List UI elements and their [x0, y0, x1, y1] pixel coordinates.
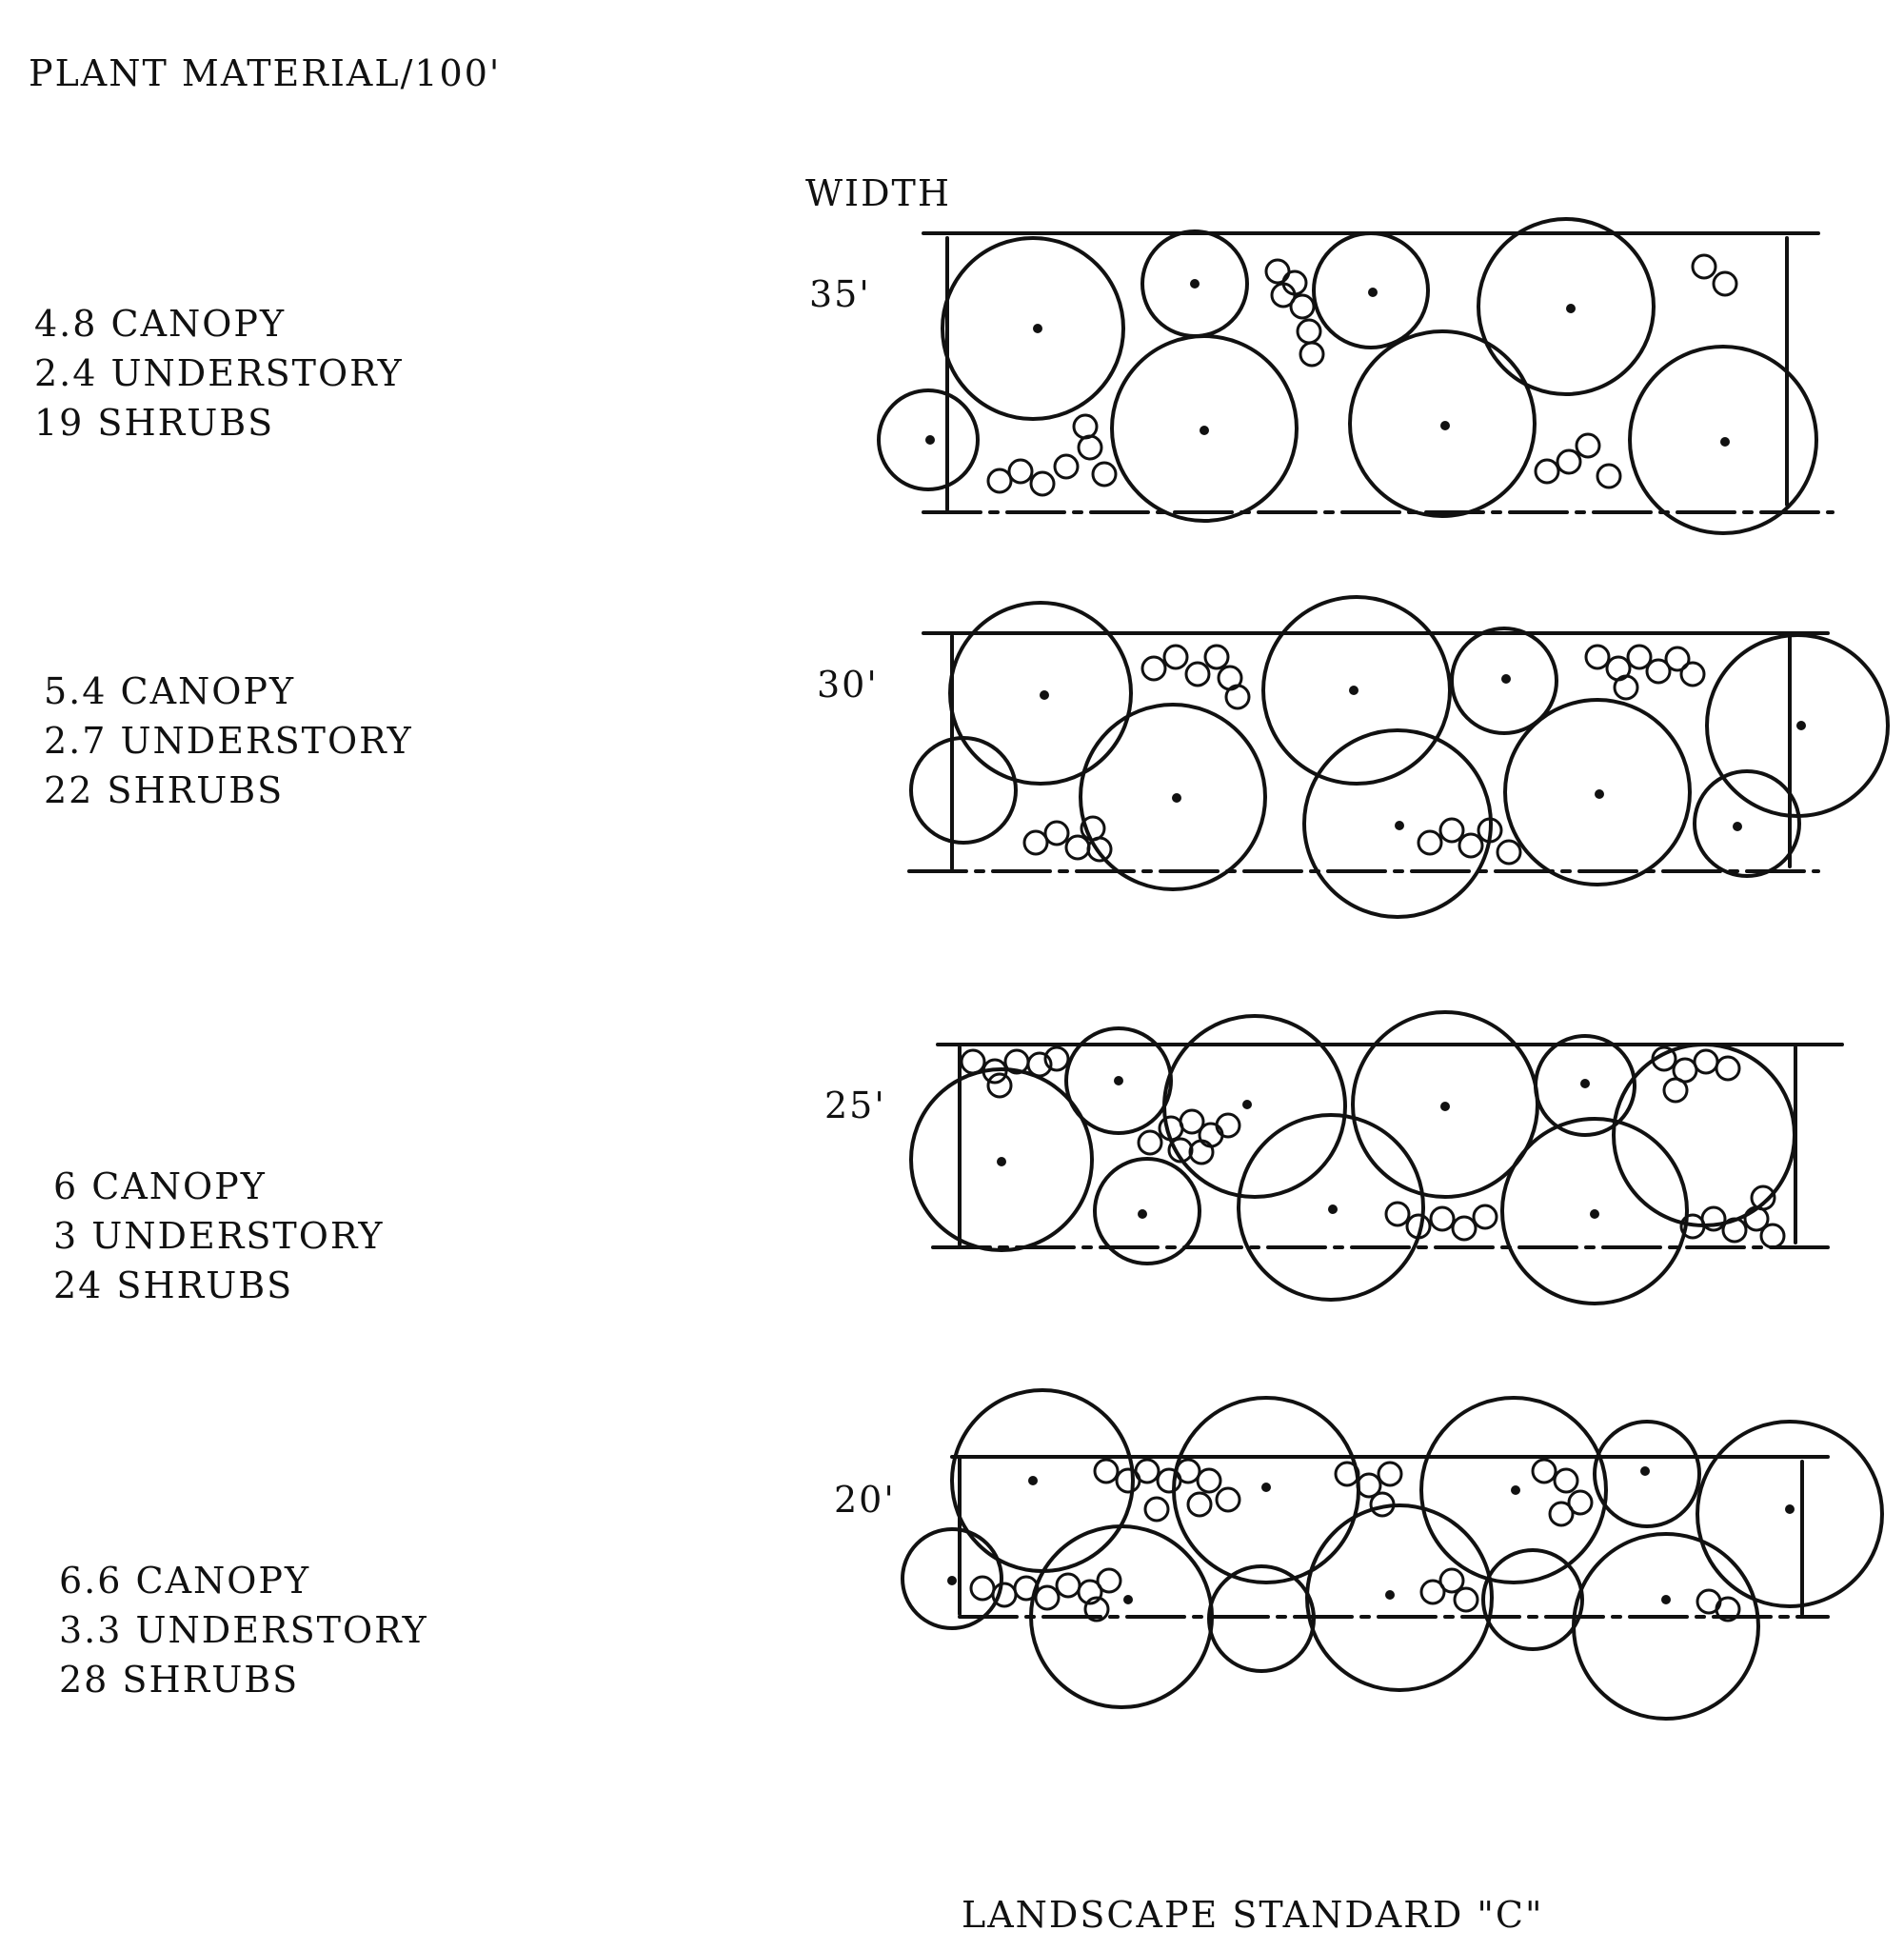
understory-count: 3 UNDERSTORY — [53, 1215, 385, 1257]
understory-count: 2.7 UNDERSTORY — [44, 720, 413, 762]
understory-tree — [1207, 1564, 1316, 1673]
planting-strip-25 — [909, 1010, 1844, 1305]
understory-tree — [877, 388, 980, 491]
understory-tree — [1450, 627, 1558, 735]
canopy-tree — [1572, 1532, 1760, 1721]
canopy-tree — [1419, 1396, 1608, 1584]
understory-tree — [1481, 1548, 1584, 1651]
canopy-tree — [1500, 1117, 1689, 1305]
width-column-label: WIDTH — [805, 172, 952, 214]
shrub-cluster — [1651, 1045, 1741, 1104]
width-label-25: 25' — [824, 1085, 886, 1126]
canopy-count: 4.8 CANOPY — [34, 303, 287, 345]
canopy-tree — [948, 601, 1133, 786]
shrub-cluster — [1093, 1458, 1241, 1523]
width-label-30: 30' — [817, 664, 879, 706]
shrub-cluster — [1679, 1185, 1786, 1249]
understory-count: 3.3 UNDERSTORY — [59, 1609, 428, 1651]
shrub-cluster — [960, 1045, 1070, 1099]
canopy-tree — [1628, 345, 1818, 535]
canopy-tree — [950, 1388, 1135, 1573]
understory-tree — [1312, 231, 1430, 349]
canopy-count: 6 CANOPY — [53, 1165, 267, 1207]
shrub-cluster — [969, 1567, 1122, 1623]
shrub-count: 22 SHRUBS — [44, 769, 285, 811]
shrub-count: 28 SHRUBS — [59, 1659, 300, 1701]
shrub-cluster — [1022, 815, 1113, 863]
understory-tree — [1534, 1034, 1636, 1137]
shrub-cluster — [1534, 432, 1622, 489]
canopy-tree — [1477, 217, 1656, 396]
planting-strip-30 — [907, 595, 1890, 919]
canopy-tree — [1696, 1420, 1884, 1608]
canopy-tree — [1029, 1524, 1214, 1709]
width-label-35: 35' — [809, 273, 871, 315]
shrub-count: 19 SHRUBS — [34, 402, 275, 444]
shrub-cluster — [1264, 258, 1325, 368]
page-title: PLANT MATERIAL/100' — [29, 52, 502, 94]
canopy-tree — [1079, 703, 1267, 891]
canopy-tree — [909, 1067, 1094, 1252]
shrub-cluster — [1691, 253, 1738, 297]
understory-tree — [1693, 769, 1801, 878]
canopy-tree — [1237, 1113, 1425, 1302]
stats-block-35: 4.8 CANOPY 2.4 UNDERSTORY 19 SHRUBS — [34, 299, 404, 448]
canopy-count: 5.4 CANOPY — [44, 670, 296, 712]
planting-strip-20 — [901, 1388, 1884, 1721]
understory-count: 2.4 UNDERSTORY — [34, 352, 404, 394]
shrub-cluster — [1140, 644, 1251, 710]
understory-tree — [909, 736, 1018, 845]
understory-tree — [901, 1527, 1003, 1630]
shrub-cluster — [1384, 1201, 1498, 1242]
understory-tree — [1140, 229, 1249, 338]
shrub-cluster — [1137, 1108, 1241, 1165]
shrub-cluster — [1334, 1461, 1403, 1518]
canopy-tree — [1503, 698, 1692, 886]
canopy-tree — [1305, 1503, 1494, 1692]
understory-tree — [1064, 1026, 1173, 1135]
stats-block-30: 5.4 CANOPY 2.7 UNDERSTORY 22 SHRUBS — [44, 667, 413, 815]
canopy-count: 6.6 CANOPY — [59, 1560, 311, 1602]
canopy-tree — [941, 236, 1125, 421]
shrub-cluster — [1584, 644, 1706, 701]
shrub-cluster — [1696, 1588, 1741, 1623]
understory-tree — [1093, 1157, 1201, 1265]
canopy-tree — [1261, 595, 1452, 786]
shrub-cluster — [1417, 817, 1522, 866]
planting-strip-35 — [877, 217, 1835, 535]
shrub-cluster — [1531, 1458, 1594, 1527]
width-label-20: 20' — [834, 1479, 896, 1521]
understory-tree — [1593, 1420, 1701, 1528]
canopy-tree — [1348, 329, 1537, 518]
shrub-cluster — [1419, 1567, 1479, 1613]
canopy-tree — [1302, 728, 1493, 919]
shrub-count: 24 SHRUBS — [53, 1264, 294, 1306]
stats-block-20: 6.6 CANOPY 3.3 UNDERSTORY 28 SHRUBS — [59, 1556, 428, 1704]
shrub-cluster — [986, 413, 1118, 497]
figure-caption: LANDSCAPE STANDARD "C" — [962, 1894, 1544, 1936]
stats-block-25: 6 CANOPY 3 UNDERSTORY 24 SHRUBS — [53, 1162, 384, 1310]
